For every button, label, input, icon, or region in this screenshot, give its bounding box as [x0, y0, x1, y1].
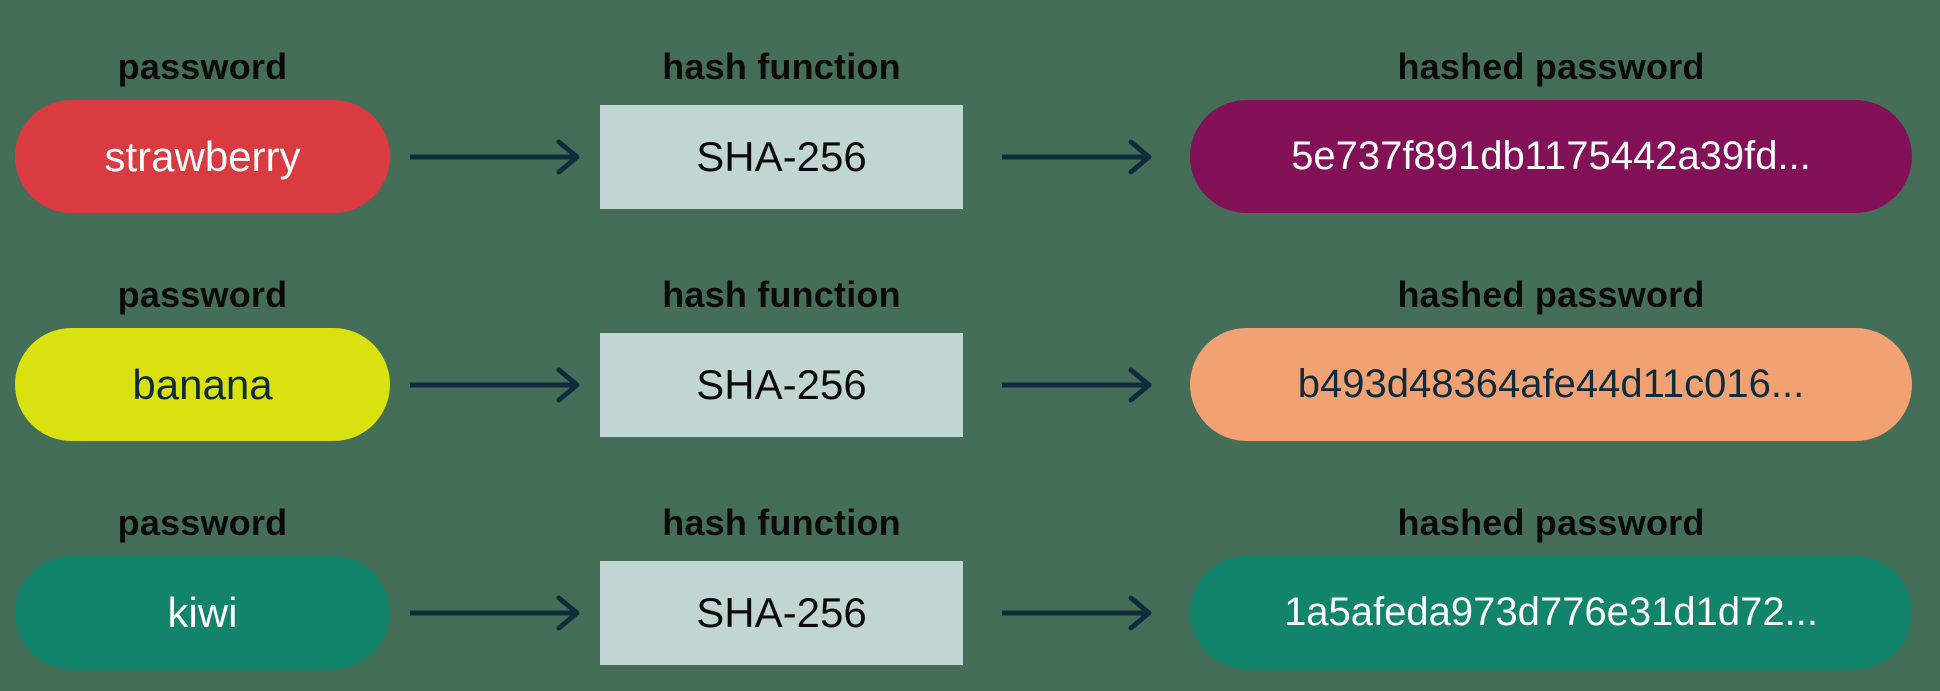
hashed-password-pill: 1a5afeda973d776e31d1d72...: [1190, 556, 1912, 669]
hashed-password-cell: hashed password 5e737f891db1175442a39fd.…: [1190, 44, 1912, 213]
password-pill: kiwi: [15, 556, 390, 669]
hashed-password-label: hashed password: [1397, 46, 1705, 87]
hashed-password-cell: hashed password b493d48364afe44d11c016..…: [1190, 272, 1912, 441]
hash-function-text: SHA-256: [696, 132, 867, 180]
hashed-password-label: hashed password: [1397, 502, 1705, 543]
hash-function-cell: hash function SHA-256: [600, 272, 963, 441]
hashed-password-pill: b493d48364afe44d11c016...: [1190, 328, 1912, 441]
hashed-password-text: 5e737f891db1175442a39fd...: [1291, 134, 1811, 178]
hash-function-box: SHA-256: [600, 560, 963, 665]
arrow-cell: [963, 44, 1190, 213]
password-cell: password kiwi: [15, 500, 390, 669]
right-arrow-icon: [410, 367, 580, 402]
right-arrow-icon: [1001, 139, 1151, 174]
password-text: strawberry: [104, 132, 301, 180]
diagram-row-banana: password banana hash function SHA-256: [15, 272, 1912, 441]
hash-function-text: SHA-256: [696, 360, 867, 408]
hash-function-text: SHA-256: [696, 588, 867, 636]
password-label: password: [117, 502, 288, 543]
diagram-row-kiwi: password kiwi hash function SHA-256: [15, 500, 1912, 669]
hashed-password-label: hashed password: [1397, 274, 1705, 315]
password-label: password: [117, 46, 288, 87]
password-pill: banana: [15, 328, 390, 441]
password-pill: strawberry: [15, 100, 390, 213]
hash-function-box: SHA-256: [600, 104, 963, 209]
password-cell: password strawberry: [15, 44, 390, 213]
password-cell: password banana: [15, 272, 390, 441]
arrow-cell: [963, 500, 1190, 669]
password-label: password: [117, 274, 288, 315]
right-arrow-icon: [410, 139, 580, 174]
hashed-password-text: 1a5afeda973d776e31d1d72...: [1284, 590, 1818, 634]
hash-function-label: hash function: [662, 274, 901, 315]
hash-function-label: hash function: [662, 502, 901, 543]
arrow-cell: [390, 272, 600, 441]
arrow-cell: [963, 272, 1190, 441]
hash-function-cell: hash function SHA-256: [600, 44, 963, 213]
right-arrow-icon: [410, 595, 580, 630]
hash-function-label: hash function: [662, 46, 901, 87]
hash-function-cell: hash function SHA-256: [600, 500, 963, 669]
password-text: kiwi: [167, 588, 238, 636]
hash-function-box: SHA-256: [600, 332, 963, 437]
password-text: banana: [132, 360, 273, 408]
right-arrow-icon: [1001, 367, 1151, 402]
arrow-cell: [390, 44, 600, 213]
hashed-password-pill: 5e737f891db1175442a39fd...: [1190, 100, 1912, 213]
diagram-row-strawberry: password strawberry hash function SHA-25…: [15, 44, 1912, 213]
hashed-password-text: b493d48364afe44d11c016...: [1297, 362, 1805, 406]
arrow-cell: [390, 500, 600, 669]
right-arrow-icon: [1001, 595, 1151, 630]
hashed-password-cell: hashed password 1a5afeda973d776e31d1d72.…: [1190, 500, 1912, 669]
